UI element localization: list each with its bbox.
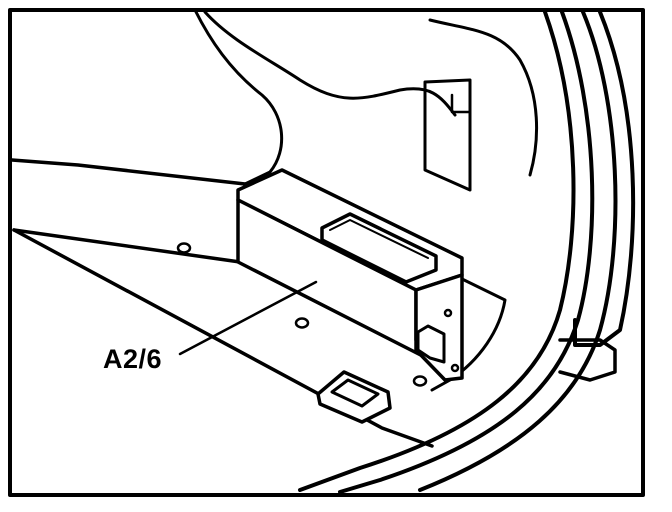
frame-border: [8, 8, 645, 497]
mounting-hole-2: [294, 317, 310, 329]
module-label-plate: [320, 212, 438, 284]
trunk-wall-contour: [193, 8, 284, 186]
module-connector: [416, 324, 446, 364]
callout-leader-line: [178, 280, 318, 356]
module-label-plate-inner: [329, 219, 429, 259]
trunk-side-panel: [428, 18, 539, 177]
trunk-seal-middle: [338, 10, 595, 494]
side-pocket: [423, 78, 472, 192]
trunk-seal-outer: [298, 10, 576, 492]
floor-bracket: [316, 370, 392, 424]
trunk-wall-inner-contour: [203, 10, 457, 117]
trunk-seal-inner: [418, 10, 618, 492]
mounting-hole-1: [176, 242, 192, 254]
callout-label-a2-6: A2/6: [103, 344, 163, 374]
mounting-hole-3: [412, 375, 428, 387]
module-side-face: [414, 273, 464, 382]
trunk-floor-front-edge: [12, 228, 434, 448]
trunk-lip: [573, 10, 636, 347]
control-module-a2-6: [236, 168, 464, 382]
side-pocket-tab: [450, 93, 472, 114]
module-screw-1: [443, 308, 453, 318]
module-screw-2: [450, 363, 460, 373]
trunk-latch-step: [558, 338, 617, 382]
